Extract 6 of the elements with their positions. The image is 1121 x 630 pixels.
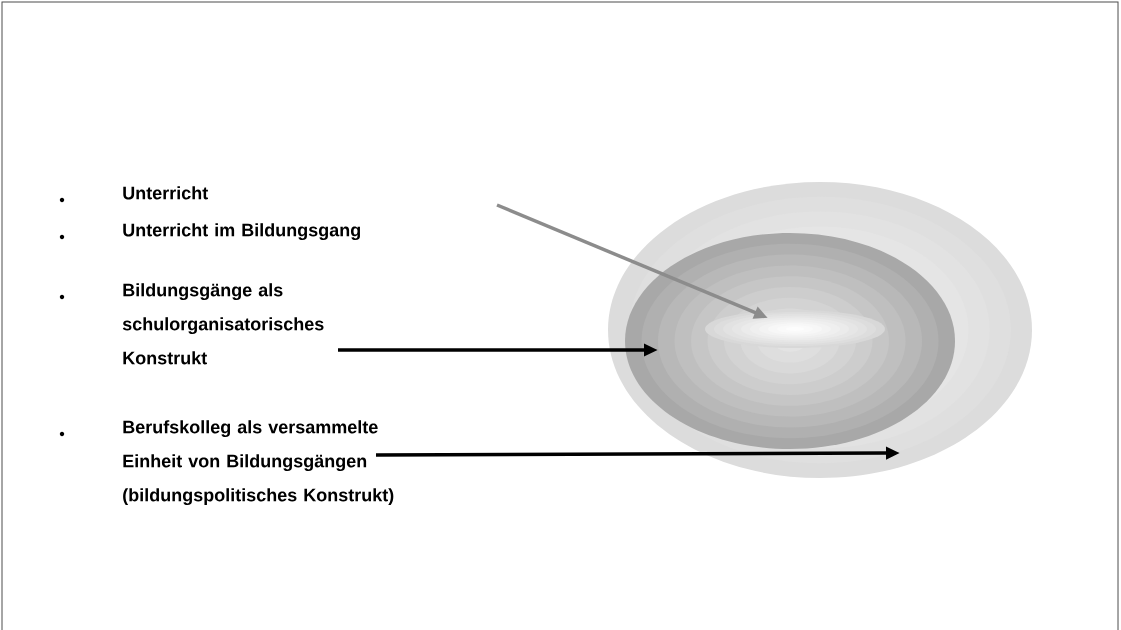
ellipse xyxy=(705,310,885,348)
bullet-text: Berufskolleg als versammelte Einheit von Bildungsgängen (bildungspolitisches Konstrukt) xyxy=(123,420,394,506)
bullet-text: Bildungsgänge als schulorganisatorisches Konstrukt xyxy=(122,283,324,365)
bullet-text: Unterricht xyxy=(123,186,208,200)
bullet-text: Unterricht im Bildungsgang xyxy=(123,223,360,241)
ellipse xyxy=(625,233,955,449)
